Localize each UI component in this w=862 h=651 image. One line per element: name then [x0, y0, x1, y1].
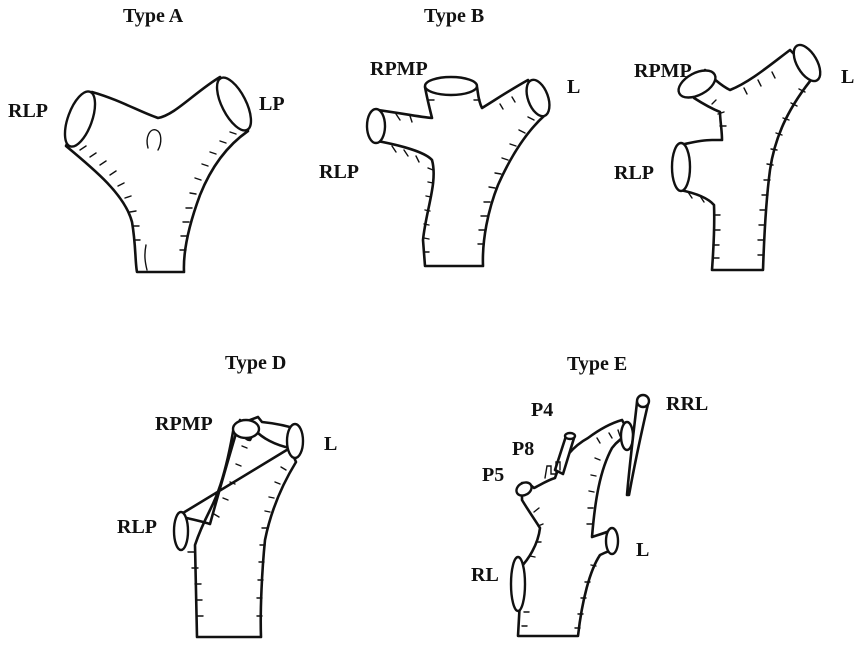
type-e-label-p8: P8 [512, 439, 534, 459]
type-a-title: Type A [123, 6, 183, 26]
type-e-title: Type E [567, 354, 627, 374]
type-b-title: Type B [424, 6, 484, 26]
type-b2-label-rlp: RLP [614, 163, 654, 183]
type-b2-label-l: L [841, 67, 854, 87]
type-b-vessel-1 [367, 77, 554, 266]
type-d-vessel [174, 417, 303, 637]
type-b1-label-rlp: RLP [319, 162, 359, 182]
type-d-label-l: L [324, 434, 337, 454]
type-d-title: Type D [225, 353, 286, 373]
type-b1-label-l: L [567, 77, 580, 97]
type-e-label-rrl: RRL [666, 394, 708, 414]
type-b-vessel-2 [672, 41, 826, 270]
type-e-label-l: L [636, 540, 649, 560]
type-e-label-rl: RL [471, 565, 499, 585]
type-a-label-rlp: RLP [8, 101, 48, 121]
type-e-label-p5: P5 [482, 465, 504, 485]
type-d-label-rlp: RLP [117, 517, 157, 537]
type-b1-label-rpmp: RPMP [370, 59, 428, 79]
type-b2-label-rpmp: RPMP [634, 61, 692, 81]
type-e-vessel [511, 395, 649, 636]
type-d-label-rpmp: RPMP [155, 414, 213, 434]
type-e-label-p4: P4 [531, 400, 553, 420]
type-a-label-lp: LP [259, 94, 285, 114]
type-a-vessel [59, 73, 258, 272]
